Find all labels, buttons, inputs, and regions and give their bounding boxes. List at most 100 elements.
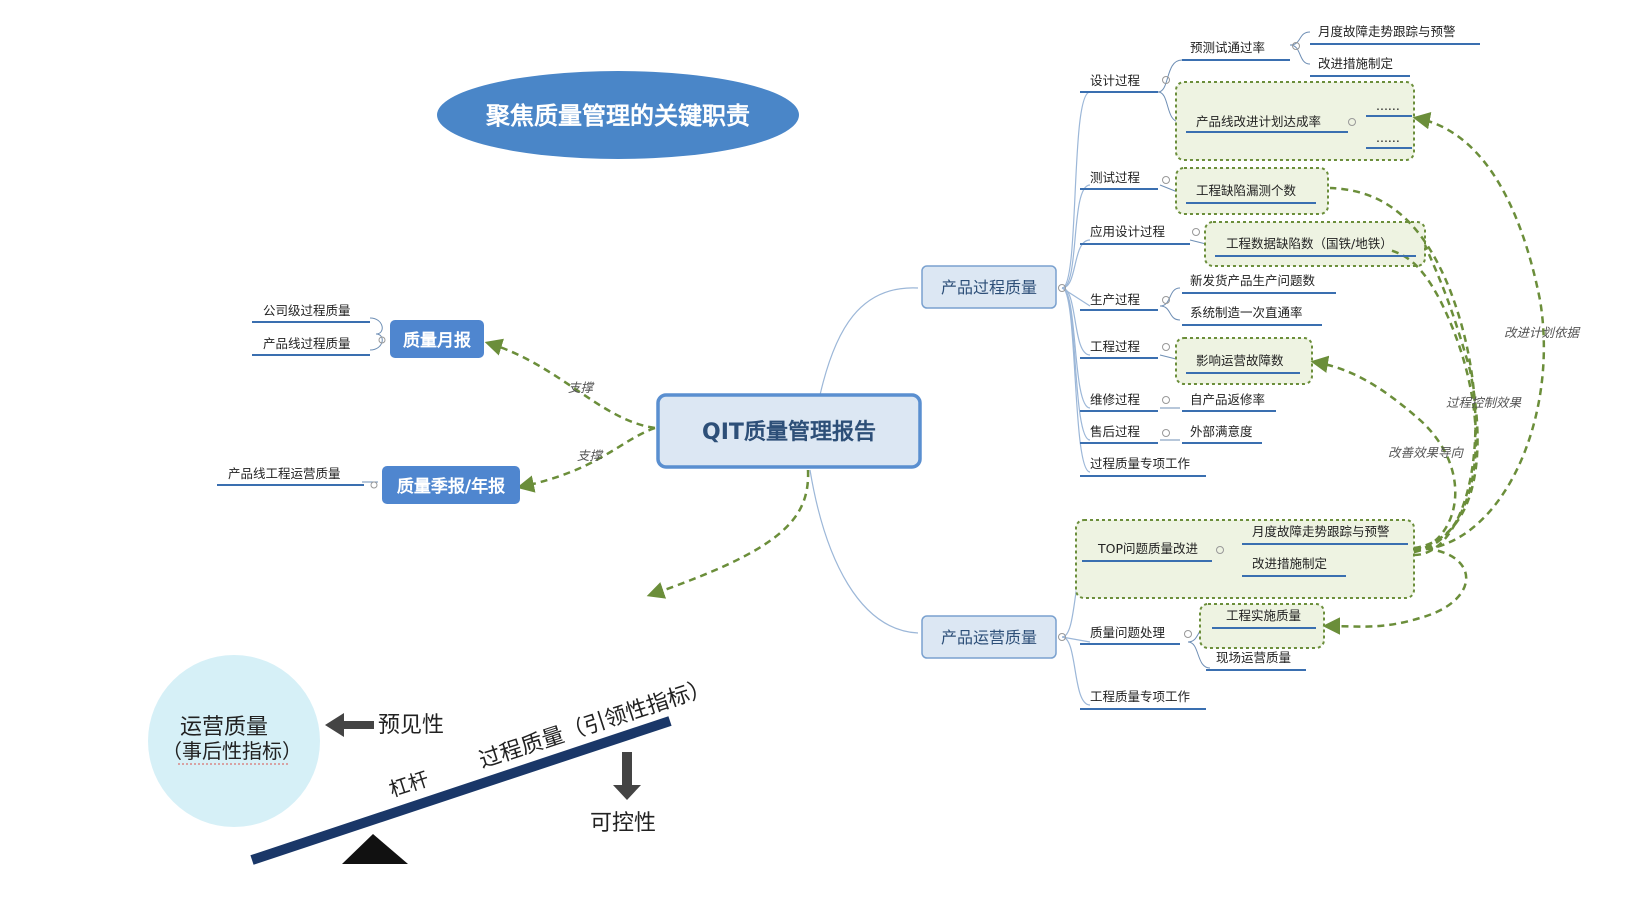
annotation-plan-basis: 改进计划依据 [1504,325,1582,340]
ops-children: TOP问题质量改进 月度故障走势跟踪与预警 改进措施制定 质量问题处理 工程实施… [1080,524,1408,710]
lever-foresight: 预见性 [378,713,444,738]
field-ops-quality: 现场运营质量 [1216,650,1291,665]
monthly-report-group: 质量月报 公司级过程质量 产品线过程质量 [252,303,484,358]
design-monthly-trend: 月度故障走势跟踪与预警 [1318,24,1456,39]
ops-quality-box [921,615,1057,659]
arrow-process-control-2 [1389,248,1477,554]
support-label-1: 支撑 [568,380,595,395]
ops-monthly-trend: 月度故障走势跟踪与预警 [1252,524,1390,539]
process-special-work: 过程质量专项工作 [1090,456,1191,471]
process-quality-box [921,265,1057,309]
annotation-process-control: 过程控制效果 [1446,395,1523,410]
ellipsis-1: ...... [1376,98,1400,113]
collapse-icon[interactable] [1162,396,1170,404]
process-quality-node[interactable]: 产品过程质量 [921,265,1066,309]
support-label-2: 支撑 [577,448,604,463]
collapse-icon[interactable] [370,481,378,489]
arrow-process-control [1329,186,1477,557]
lever-beam-label: 杠杆 [386,767,431,802]
collapse-icon[interactable] [1348,118,1356,126]
connector-test [1061,184,1091,289]
collapse-icon[interactable] [1162,296,1170,304]
sub-connector [1289,31,1311,46]
center-title: QIT质量管理报告 [702,419,876,445]
lever-process-label: 过程质量（引领性指标） [476,675,714,774]
engineering-item: 影响运营故障数 [1196,353,1284,368]
aftersales-item: 外部满意度 [1190,424,1253,439]
arrow-impl-quality [1322,546,1468,635]
connector-design [1061,91,1091,289]
left-arrow-icon [325,713,374,737]
top-issue-improve: TOP问题质量改进 [1097,541,1199,556]
lever-controllable: 可控性 [590,811,656,836]
quarterly-report-badge[interactable] [382,466,520,504]
collapse-icon[interactable] [1184,630,1192,638]
app-design-item: 工程数据缺陷数（国铁/地铁） [1226,236,1393,251]
design-improve: 改进措施制定 [1318,56,1393,71]
fulcrum-triangle [342,834,408,864]
issue-handling: 质量问题处理 [1090,625,1166,640]
company-process-quality: 公司级过程质量 [263,303,351,318]
process-children: 设计过程 预测试通过率 月度故障走势跟踪与预警 改进措施制定 产品线改进计划达成… [1080,24,1480,477]
plan-rate: 产品线改进计划达成率 [1196,114,1321,129]
collapse-icon[interactable] [378,336,386,344]
collapse-icon[interactable] [1216,546,1224,554]
arrow-plan-basis [1412,111,1545,552]
sub-connector [1157,59,1183,93]
ops-improve: 改进措施制定 [1252,556,1327,571]
sub-connector [1159,305,1181,321]
impl-quality: 工程实施质量 [1226,608,1301,623]
ellipsis-2: ...... [1376,130,1400,145]
pretest-pass-rate: 预测试通过率 [1190,40,1265,55]
design-process: 设计过程 [1090,73,1141,88]
down-arrow-icon [613,752,641,800]
process-quality-label: 产品过程质量 [941,278,1037,297]
title-ellipse [437,71,799,159]
sub-connector [369,333,383,351]
connector-ops-special [1061,636,1091,706]
sub-connector [1159,287,1181,307]
engineering-process: 工程过程 [1090,339,1141,354]
collapse-icon[interactable] [1162,76,1170,84]
collapse-icon[interactable] [1162,176,1170,184]
page-title: 聚焦质量管理的关键职责 [485,102,750,130]
center-node[interactable]: QIT质量管理报告 [656,393,922,469]
monthly-report-badge[interactable] [390,320,484,358]
repair-item: 自产品返修率 [1190,392,1265,407]
productline-process-quality: 产品线过程质量 [263,336,351,351]
center-box [656,393,922,469]
aftersales-process: 售后过程 [1090,424,1141,439]
arrow-process-control-3 [1413,244,1479,550]
ops-quality-node[interactable]: 产品运营质量 [921,615,1066,659]
collapse-icon[interactable] [1058,284,1066,292]
monthly-report-label: 质量月报 [403,330,471,351]
collapse-icon[interactable] [1058,633,1066,641]
app-design-process: 应用设计过程 [1090,224,1166,239]
collapse-icon[interactable] [1192,228,1200,236]
quarterly-report-label: 质量季报/年报 [397,476,505,497]
quarterly-report-group: 质量季报/年报 产品线工程运营质量 [217,466,520,504]
collapse-icon[interactable] [1292,42,1300,50]
connector-app [1061,239,1091,289]
production-item-1: 新发货产品生产问题数 [1190,273,1316,288]
connector-center-process [819,287,919,396]
production-item-2: 系统制造一次直通率 [1190,305,1303,320]
sub-connector [1187,641,1211,669]
dashed-arrows [484,111,1545,635]
lever-ops-title: 运营质量 [180,715,268,740]
connector-engineering [1061,287,1091,356]
collapse-icon[interactable] [1162,343,1170,351]
production-process: 生产过程 [1090,292,1141,307]
connector-center-ops [809,469,919,634]
title-badge: 聚焦质量管理的关键职责 [437,71,799,159]
arrow-center-lever [646,469,810,599]
arrow-support-monthly [484,338,656,430]
test-process: 测试过程 [1090,170,1141,185]
sub-connector [369,317,383,335]
connector-issue [1061,636,1091,643]
lever-illustration: 运营质量 （事后性指标） 预见性 杠杆 过程质量（引领性指标） 可控性 [148,655,714,865]
ops-quality-circle [148,655,320,827]
connector-special [1061,287,1091,473]
collapse-icon[interactable] [1162,429,1170,437]
